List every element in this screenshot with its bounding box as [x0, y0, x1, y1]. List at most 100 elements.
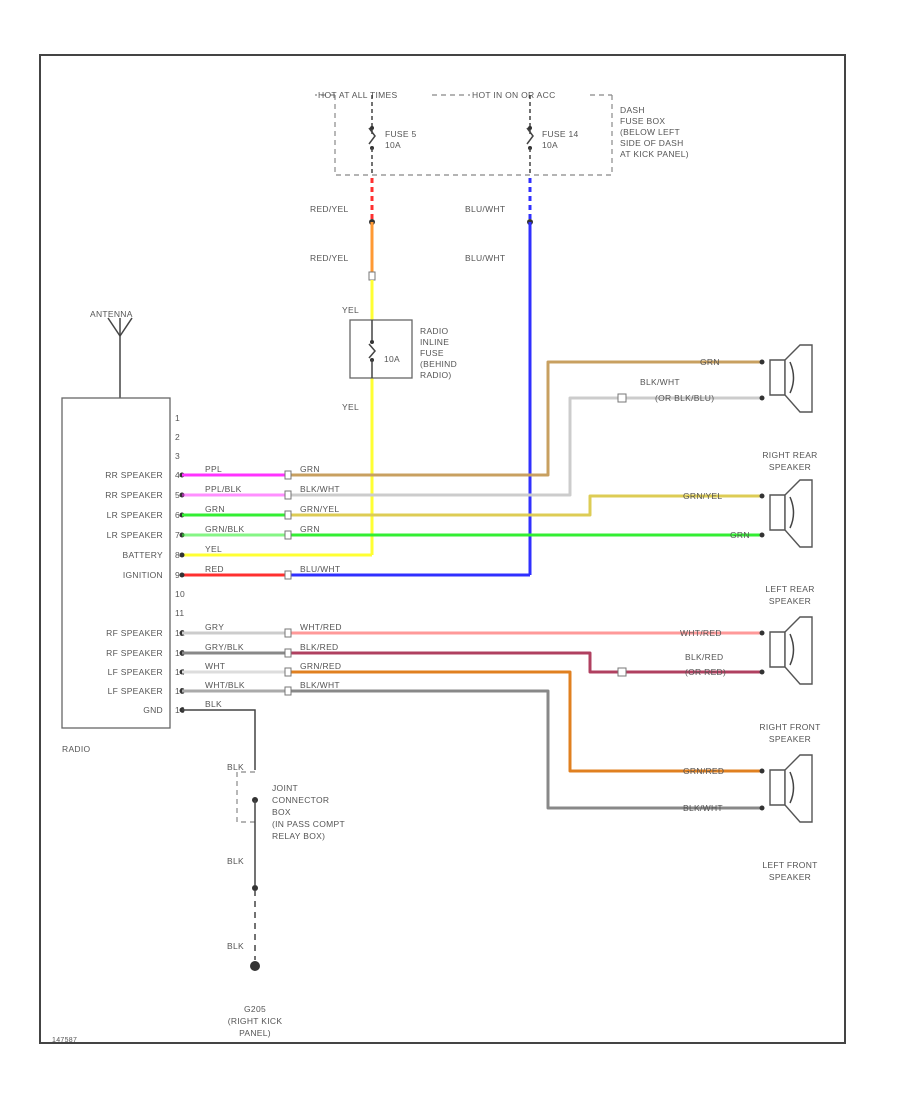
speaker-cone — [784, 479, 813, 548]
terminal-pin: 1 — [175, 413, 180, 423]
harness-connector — [284, 490, 292, 500]
harness-connector — [284, 648, 292, 658]
terminal-name: LF SPEAKER — [108, 686, 163, 696]
antenna: ANTENNA — [90, 309, 133, 398]
terminal-dot — [179, 552, 185, 558]
speaker-wire-label: GRN — [700, 357, 720, 367]
speaker-terminal — [759, 669, 765, 675]
fuse-14-label: FUSE 14 — [542, 129, 579, 139]
joint-connector-label-2: CONNECTOR — [272, 795, 329, 805]
speaker-coil — [789, 361, 795, 394]
radio-unit — [61, 397, 171, 729]
speaker-wire-label: GRN — [730, 530, 750, 540]
wire-color-label: GRY/BLK — [205, 642, 244, 652]
radio-fuse-label-1: RADIO — [420, 326, 449, 336]
harness-color-label: WHT/RED — [300, 622, 342, 632]
rr-speaker-wires — [182, 360, 760, 497]
radio-fuse-label-3: FUSE — [420, 348, 444, 358]
speaker-terminal — [759, 630, 765, 636]
battery-feed-wire: RED/YEL RED/YEL YEL YEL — [182, 178, 376, 557]
harness-connector — [284, 628, 292, 638]
terminal-name: BATTERY — [122, 550, 163, 560]
speaker-magnet — [769, 631, 786, 668]
harness-color-label: GRN/RED — [300, 661, 341, 671]
harness-connectors — [284, 470, 292, 696]
joint-connector-label-4: (IN PASS COMPT — [272, 819, 345, 829]
wire-color-label: BLK — [205, 699, 222, 709]
speaker-magnet — [769, 494, 786, 531]
terminal-pin: 11 — [175, 608, 184, 618]
wire-color-label: PPL/BLK — [205, 484, 242, 494]
speaker-terminal — [759, 532, 765, 538]
joint-connector-label-3: BOX — [272, 807, 291, 817]
fuse-box-label-1: DASH — [620, 105, 645, 115]
harness-connector — [284, 530, 292, 540]
speaker-name-2: SPEAKER — [769, 734, 811, 744]
harness-color-label: GRN — [300, 524, 320, 534]
yel-label-bottom: YEL — [342, 402, 359, 412]
fuse-14-rating: 10A — [542, 140, 558, 150]
red-yel-label-2: RED/YEL — [310, 253, 348, 263]
speaker-name-2: SPEAKER — [769, 462, 811, 472]
terminal-pin: 10 — [175, 589, 185, 599]
hot-at-all-times-label: HOT AT ALL TIMES — [318, 90, 397, 100]
blu-wht-label-2: BLU/WHT — [465, 253, 505, 263]
fuse-5-label: FUSE 5 — [385, 129, 417, 139]
fuse-5: FUSE 5 10A — [368, 95, 417, 175]
terminal-pin: 4 — [175, 470, 180, 480]
blk-label-2: BLK — [227, 856, 244, 866]
speaker-terminal — [759, 359, 765, 365]
fuse-box-label-3: (BELOW LEFT — [620, 127, 680, 137]
speaker-wire-label: WHT/RED — [680, 628, 722, 638]
blu-wht-label-1: BLU/WHT — [465, 204, 505, 214]
ground-label-3: PANEL) — [239, 1028, 271, 1038]
terminal-dot — [179, 572, 185, 578]
fuse-box-label-4: SIDE OF DASH — [620, 138, 684, 148]
yel-label-top: YEL — [342, 305, 359, 315]
speakers: GRN BLK/WHT (OR BLK/BLU) RIGHT REAR SPEAKER G… — [640, 344, 820, 882]
speaker-wire-label: BLK/WHT — [683, 803, 723, 813]
red-yel-label-1: RED/YEL — [310, 204, 348, 214]
wire-color-label: GRY — [205, 622, 224, 632]
ground-label-1: G205 — [244, 1004, 266, 1014]
speaker-magnet — [769, 359, 786, 396]
radio-inline-fuse: 10A RADIO INLINE FUSE (BEHIND RADIO) — [349, 319, 457, 380]
terminal-name: RF SPEAKER — [106, 648, 163, 658]
terminal-name: LR SPEAKER — [107, 510, 163, 520]
speaker-coil — [789, 496, 795, 529]
harness-connector — [284, 686, 292, 696]
ground-label-2: (RIGHT KICK — [228, 1016, 283, 1026]
hot-in-on-or-acc-label: HOT IN ON OR ACC — [472, 90, 556, 100]
radio-fuse-label-5: RADIO) — [420, 370, 452, 380]
harness-color-label: BLU/WHT — [300, 564, 340, 574]
speaker-wire-label: (OR RED) — [685, 667, 726, 677]
wire-color-label: RED — [205, 564, 224, 574]
speaker-name-1: RIGHT REAR — [762, 450, 817, 460]
figure-id: 147587 — [52, 1037, 77, 1044]
speaker-cone — [784, 754, 813, 823]
terminal-pin: 7 — [175, 530, 180, 540]
fuse-box-label-2: FUSE BOX — [620, 116, 665, 126]
wire-color-label: GRN/BLK — [205, 524, 244, 534]
radio-fuse-rating: 10A — [384, 354, 400, 364]
terminal-name: GND — [143, 705, 163, 715]
harness-connector — [284, 470, 292, 480]
speaker-name-1: LEFT FRONT — [762, 860, 817, 870]
wire-color-label: GRN — [205, 504, 225, 514]
speaker-wire-label: BLK/WHT — [640, 377, 680, 387]
speaker-wire-label: (OR BLK/BLU) — [655, 393, 714, 403]
speaker-wire-label: GRN/YEL — [683, 491, 722, 501]
speaker-cone — [784, 616, 813, 685]
terminal-name: LR SPEAKER — [107, 530, 163, 540]
terminal-name: RR SPEAKER — [105, 470, 163, 480]
speaker-name-2: SPEAKER — [769, 872, 811, 882]
speaker-cone — [784, 344, 813, 413]
radio-fuse-label-4: (BEHIND — [420, 359, 457, 369]
harness-connector — [284, 570, 292, 580]
terminal-pin: 9 — [175, 570, 180, 580]
terminal-pin: 6 — [175, 510, 180, 520]
